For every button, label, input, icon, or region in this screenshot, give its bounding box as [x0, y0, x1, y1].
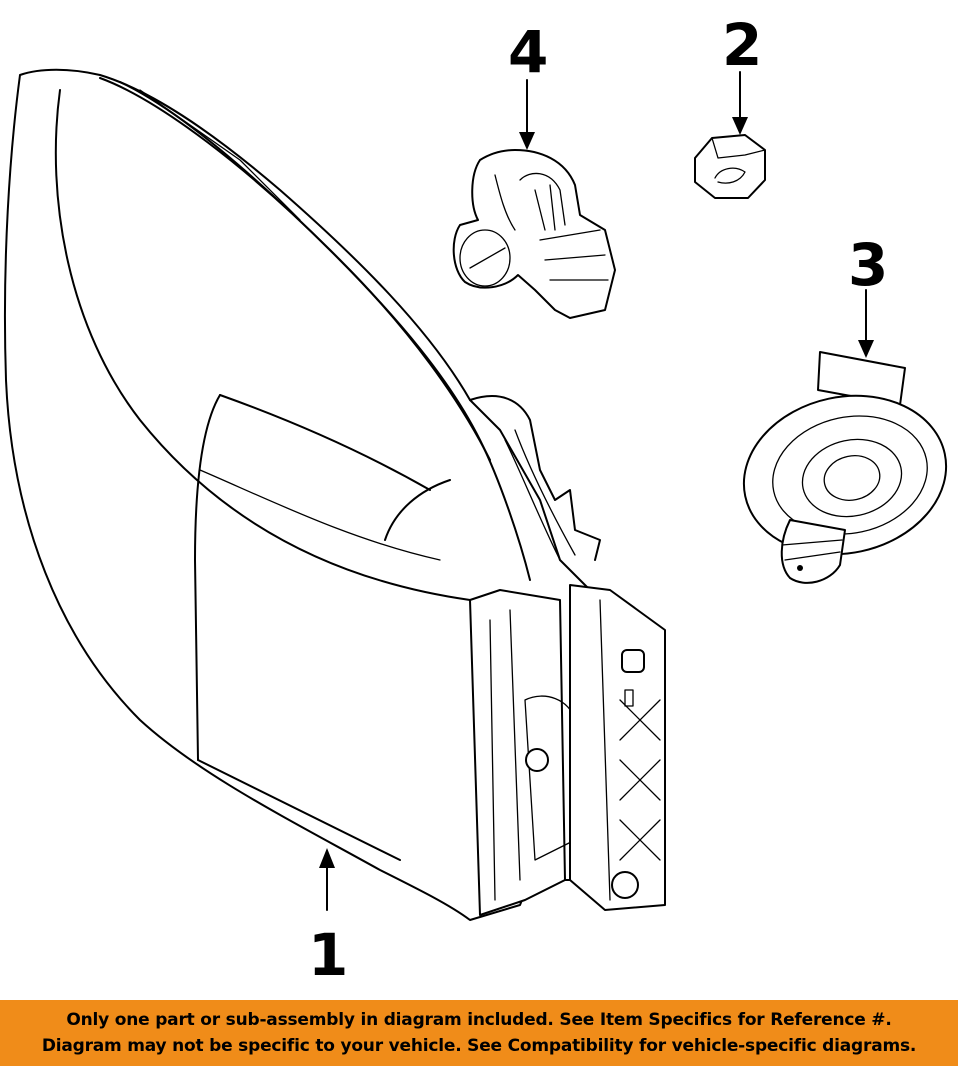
bulb-part [742, 351, 948, 584]
callout-4: 4 [508, 18, 548, 86]
disclaimer-banner: Only one part or sub-assembly in diagram… [0, 1000, 958, 1066]
disclaimer-line-1: Only one part or sub-assembly in diagram… [66, 1010, 892, 1030]
callout-1: 1 [308, 921, 348, 989]
parts-diagram: 1 2 3 4 [3, 11, 948, 989]
callout-2: 2 [722, 11, 762, 79]
callout-3: 3 [848, 231, 888, 299]
bulb-socket-part [452, 149, 616, 319]
callout-arrows [319, 71, 874, 911]
headlamp-assembly-part [3, 68, 666, 921]
disclaimer-line-2: Diagram may not be specific to your vehi… [41, 1036, 917, 1056]
nut-part [694, 134, 766, 199]
